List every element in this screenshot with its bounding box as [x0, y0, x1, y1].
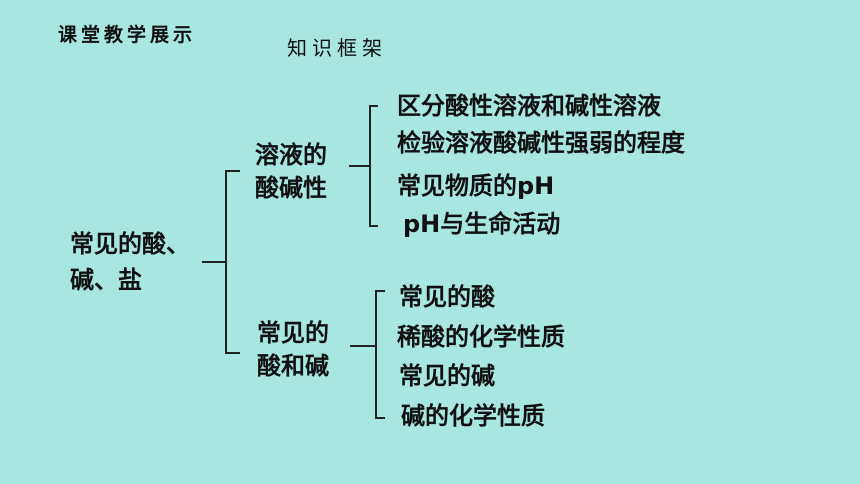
page-subtitle: 知识框架 — [287, 36, 387, 60]
leaf-1-3: 常见物质的pH — [397, 172, 555, 200]
root-bracket — [225, 170, 240, 354]
tree-root-line2: 碱、盐 — [70, 266, 142, 294]
branch-1-line1: 溶液的 — [255, 141, 327, 169]
leaf-2-4: 碱的化学性质 — [401, 402, 545, 430]
section-title: 课堂教学展示 — [58, 24, 197, 46]
branch-solution-acidity: 溶液的 酸碱性 — [255, 139, 327, 205]
leaf-1-2: 检验溶液酸碱性强弱的程度 — [397, 129, 685, 157]
branch-acids-bases: 常见的 酸和碱 — [257, 317, 329, 383]
branch-2-line1: 常见的 — [257, 319, 329, 347]
branch-1-line2: 酸碱性 — [255, 174, 327, 202]
branch-2-line2: 酸和碱 — [257, 352, 329, 380]
branch-2-bracket — [375, 290, 385, 419]
leaf-1-4: pH与生命活动 — [403, 210, 561, 238]
leaf-2-3: 常见的碱 — [399, 362, 495, 390]
leaf-2-2: 稀酸的化学性质 — [397, 323, 565, 351]
tree-root-line1: 常见的酸、 — [70, 230, 190, 258]
tree-root: 常见的酸、 碱、盐 — [70, 226, 190, 298]
branch-1-bracket — [369, 105, 378, 227]
leaf-2-1: 常见的酸 — [399, 283, 495, 311]
leaf-1-1: 区分酸性溶液和碱性溶液 — [397, 92, 661, 120]
